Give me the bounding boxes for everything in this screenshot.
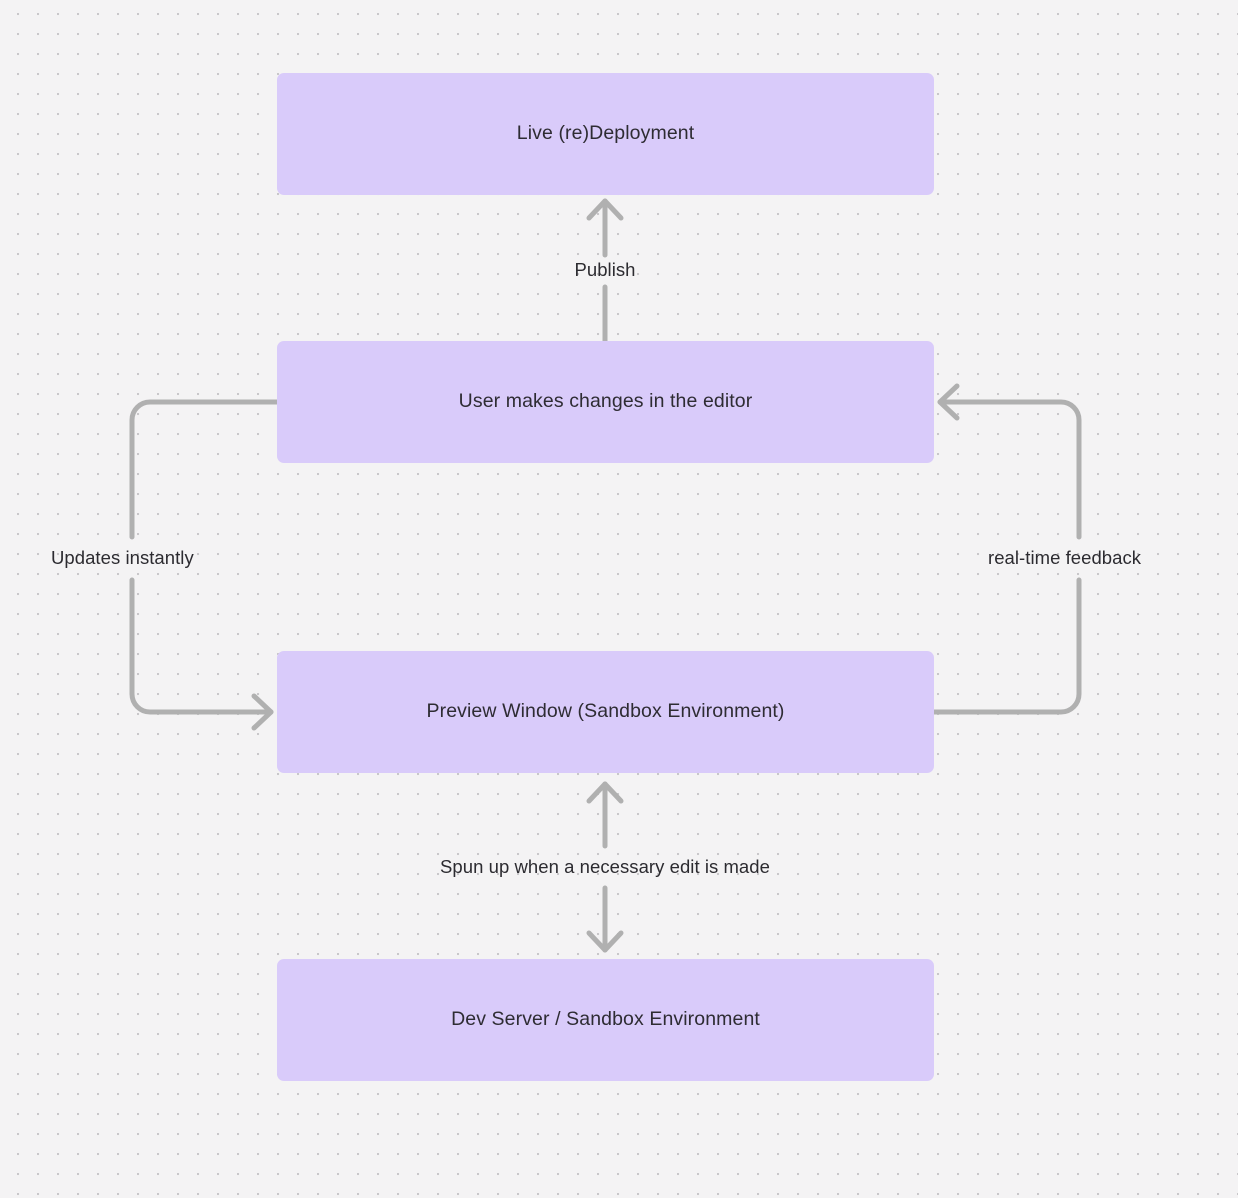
node-dev-server-label: Dev Server / Sandbox Environment: [451, 1008, 760, 1031]
edge-label-publish: Publish: [574, 258, 636, 280]
edge-label-real-time-feedback: real-time feedback: [988, 547, 1142, 568]
node-live-redeployment[interactable]: Live (re)Deployment: [277, 73, 934, 195]
edge-label-spun-up: Spun up when a necessary edit is made: [440, 855, 770, 877]
edge-label-updates-instantly: Updates instantly: [51, 547, 194, 568]
node-live-redeployment-label: Live (re)Deployment: [516, 122, 695, 145]
node-dev-server[interactable]: Dev Server / Sandbox Environment: [277, 959, 934, 1081]
node-preview-window[interactable]: Preview Window (Sandbox Environment): [277, 651, 934, 773]
node-user-makes-changes-label: User makes changes in the editor: [458, 390, 753, 413]
node-user-makes-changes[interactable]: User makes changes in the editor: [277, 341, 934, 463]
node-preview-window-label: Preview Window (Sandbox Environment): [426, 700, 785, 723]
